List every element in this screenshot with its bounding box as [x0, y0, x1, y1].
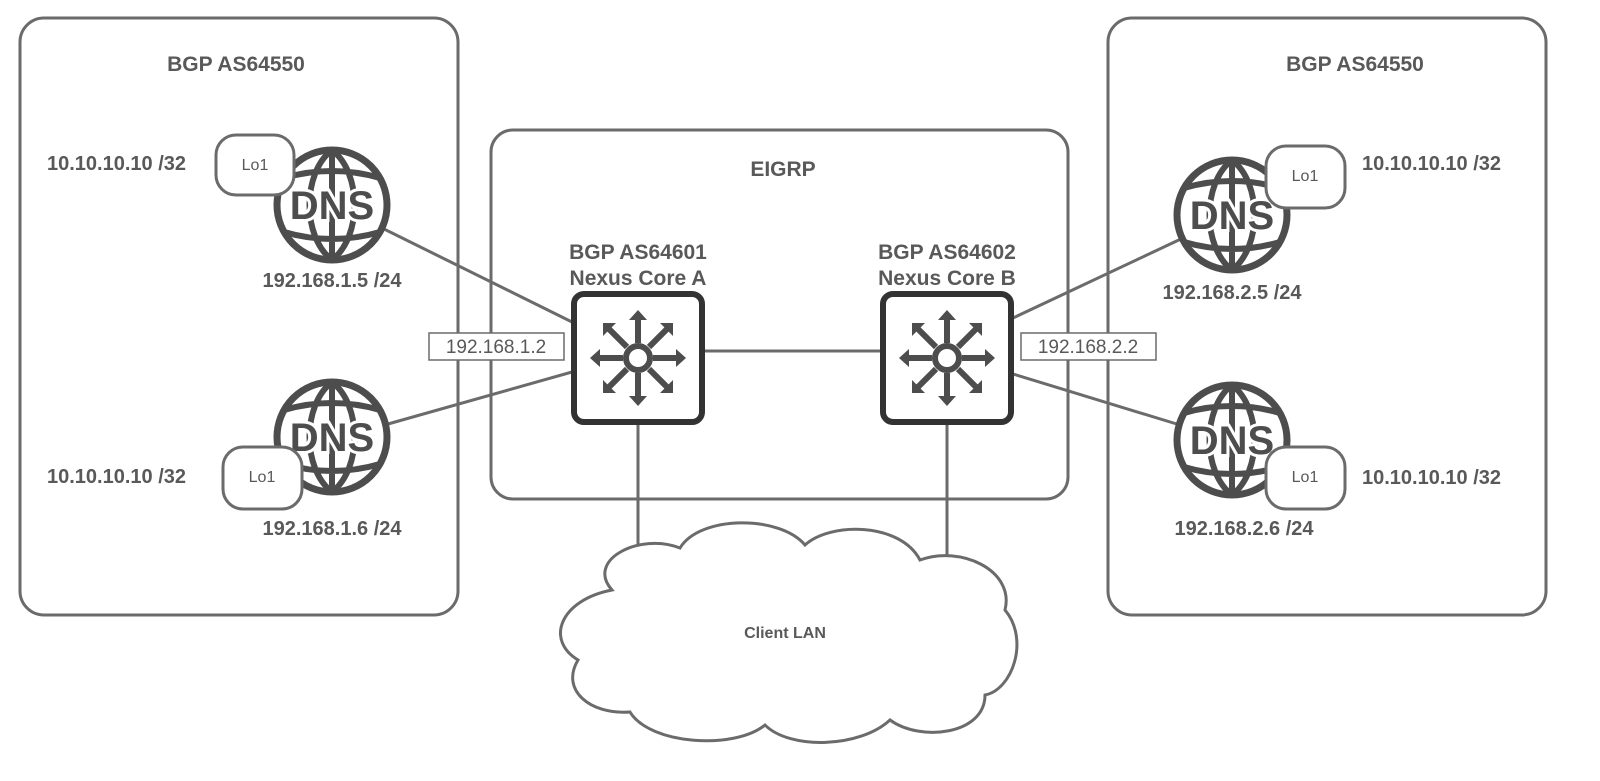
nexus-core-a[interactable]	[574, 294, 702, 422]
client-lan-label: Client LAN	[744, 625, 826, 642]
left-domain-title: BGP AS64550	[167, 53, 305, 76]
core-b-name: Nexus Core B	[878, 267, 1016, 290]
layer3-switch-icon	[574, 294, 702, 422]
loopback-ip: 10.10.10.10 /32	[1362, 467, 1501, 489]
core-a-name: Nexus Core A	[570, 267, 707, 290]
dns-label: DNS	[290, 416, 374, 460]
loopback-label: Lo1	[1292, 168, 1319, 185]
link-core-b-to-right-top	[1012, 236, 1184, 320]
loopback-badge	[214, 133, 296, 197]
right-top-dns-server[interactable]: DNS	[1177, 160, 1287, 270]
server-ip: 192.168.1.6 /24	[262, 518, 402, 540]
core-a-gateway-box	[428, 332, 565, 361]
server-ip: 192.168.1.5 /24	[262, 270, 402, 292]
loopback-ip: 10.10.10.10 /32	[1362, 153, 1501, 175]
loopback-ip: 10.10.10.10 /32	[47, 466, 186, 488]
core-b-asn: BGP AS64602	[878, 241, 1016, 264]
layer3-switch-icon	[883, 294, 1011, 422]
core-a-asn: BGP AS64601	[569, 241, 707, 264]
dns-label: DNS	[1190, 419, 1274, 463]
links	[383, 227, 1184, 562]
right-bottom-dns-server[interactable]: DNS	[1177, 385, 1287, 495]
server-ip: 192.168.2.5 /24	[1162, 282, 1302, 304]
core-a-gateway-ip: 192.168.1.2	[446, 337, 546, 358]
server-ip: 192.168.2.6 /24	[1174, 518, 1314, 540]
left-top-dns-server[interactable]: DNS	[277, 150, 387, 260]
nexus-core-b[interactable]	[883, 294, 1011, 422]
core-b-gateway-box	[1020, 332, 1157, 361]
loopback-badge	[1264, 144, 1347, 210]
loopback-badge	[1264, 445, 1347, 511]
link-left-bottom-to-core-a	[387, 370, 573, 426]
dns-label: DNS	[290, 184, 374, 228]
right-domain-title: BGP AS64550	[1286, 53, 1424, 76]
loopback-label: Lo1	[1292, 469, 1319, 486]
core-domain-title: EIGRP	[750, 158, 815, 181]
link-left-top-to-core-a	[383, 227, 573, 324]
link-core-b-to-right-bottom	[1012, 372, 1181, 427]
core-b-gateway-ip: 192.168.2.2	[1038, 337, 1138, 358]
loopback-ip: 10.10.10.10 /32	[47, 153, 186, 175]
left-bottom-dns-server[interactable]: DNS	[277, 382, 387, 492]
dns-label: DNS	[1190, 194, 1274, 238]
loopback-badge	[221, 445, 304, 511]
cloud-icon	[559, 521, 1019, 744]
loopback-label: Lo1	[242, 157, 269, 174]
loopback-label: Lo1	[249, 469, 276, 486]
